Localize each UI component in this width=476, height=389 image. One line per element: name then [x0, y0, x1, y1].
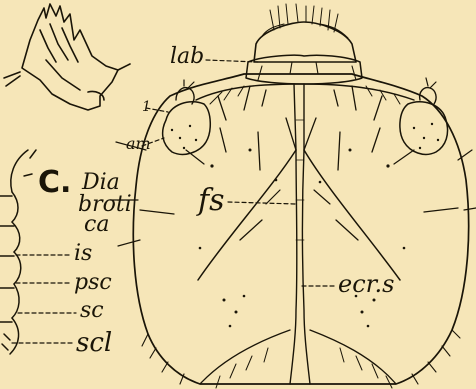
left-label-leaders — [12, 255, 76, 343]
label-psc: psc — [74, 272, 112, 294]
left-antenna-area — [163, 102, 211, 155]
label-am: am — [126, 136, 151, 152]
figure-title-line-3: ca — [84, 214, 109, 236]
head-capsule-drawing — [110, 4, 476, 388]
epicranial-suture — [290, 84, 297, 384]
capsule-outline — [133, 74, 468, 384]
label-one: 1 — [142, 100, 151, 114]
label-ecrs: ecr.s — [338, 272, 394, 296]
figure-letter: C. — [38, 168, 71, 198]
label-scl: scl — [76, 330, 112, 356]
clypeus — [246, 55, 362, 84]
label-fs: fs — [198, 186, 225, 216]
label-is: is — [74, 243, 92, 265]
frontal-suture-right — [304, 150, 400, 280]
mandible-drawing — [4, 4, 130, 110]
label-sc: sc — [80, 300, 104, 322]
label-lab: lab — [170, 46, 204, 68]
figure-title-line-1: Dia — [82, 172, 120, 194]
figure-title: C. Dia broti ca — [38, 168, 148, 238]
right-antenna-area — [400, 102, 448, 155]
larva-side-drawing — [0, 150, 36, 354]
